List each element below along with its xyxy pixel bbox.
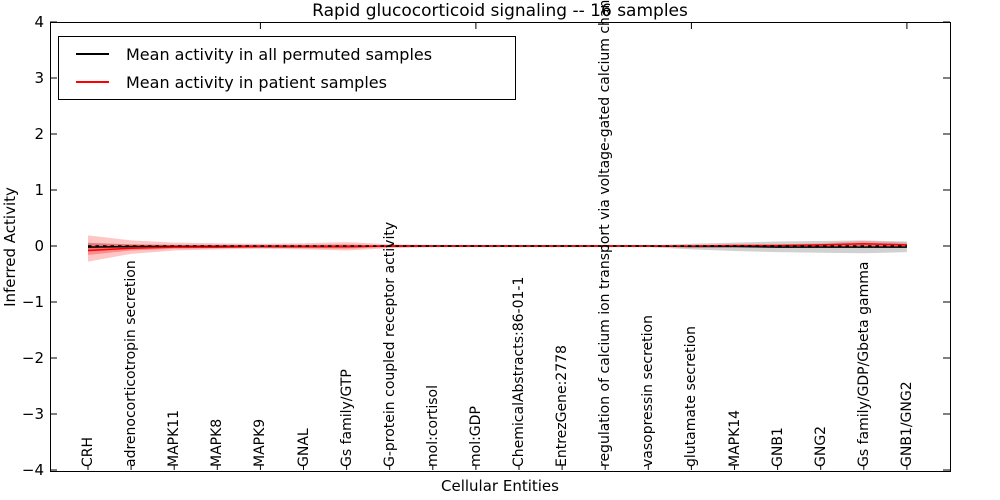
- y-axis-title: Inferred Activity: [1, 187, 19, 307]
- y-tick-label: 1: [34, 181, 44, 199]
- x-category-label: GNB1/GNG2: [898, 381, 915, 467]
- x-category-label: EntrezGene:2778: [554, 345, 571, 467]
- x-category-label: MAPK9: [252, 418, 269, 467]
- x-category-label: GNG2: [812, 425, 829, 467]
- x-category-label: G-protein coupled receptor activity: [381, 221, 398, 467]
- x-category-label: Gs family/GDP/Gbeta gamma: [855, 261, 872, 468]
- x-category-label: mol:GDP: [467, 406, 484, 467]
- x-category-label: CRH: [80, 436, 96, 467]
- chart-title: Rapid glucocorticoid signaling -- 16 sam…: [312, 1, 688, 21]
- legend: Mean activity in all permuted samples Me…: [58, 36, 516, 100]
- x-axis-title: Cellular Entities: [441, 477, 559, 495]
- y-tick-label: 0: [34, 237, 44, 255]
- y-tick-label: −3: [21, 405, 44, 423]
- x-category-label: MAPK14: [726, 409, 743, 467]
- x-category-label: regulation of calcium ion transport via …: [597, 0, 614, 467]
- y-tick-label: −4: [21, 461, 44, 479]
- legend-entry-permuted: Mean activity in all permuted samples: [59, 41, 432, 67]
- legend-entry-patient: Mean activity in patient samples: [59, 69, 387, 95]
- x-category-label: vasopressin secretion: [640, 315, 657, 467]
- y-tick-label: −2: [21, 349, 44, 367]
- x-category-label: MAPK8: [209, 418, 226, 467]
- plot-frame: [50, 22, 951, 472]
- y-tick-label: 2: [34, 125, 44, 143]
- x-category-label: MAPK11: [166, 409, 183, 467]
- legend-line-sample-patient: [76, 81, 109, 83]
- legend-label-permuted: Mean activity in all permuted samples: [126, 44, 433, 64]
- x-category-label: adrenocorticotropin secretion: [123, 260, 140, 467]
- y-tick-label: 3: [34, 69, 44, 87]
- x-category-label: glutamate secretion: [683, 326, 700, 467]
- x-category-label: mol:cortisol: [424, 385, 441, 467]
- legend-line-sample-permuted: [76, 53, 109, 55]
- x-category-label: ChemicalAbstracts:86-01-1: [511, 276, 527, 467]
- y-tick-label: 4: [34, 13, 44, 31]
- legend-label-patient: Mean activity in patient samples: [126, 72, 387, 92]
- y-tick-label: −1: [21, 293, 44, 311]
- x-category-label: GNAL: [295, 428, 312, 467]
- x-category-label: GNB1: [769, 427, 786, 467]
- x-category-label: Gs family/GTP: [338, 369, 355, 467]
